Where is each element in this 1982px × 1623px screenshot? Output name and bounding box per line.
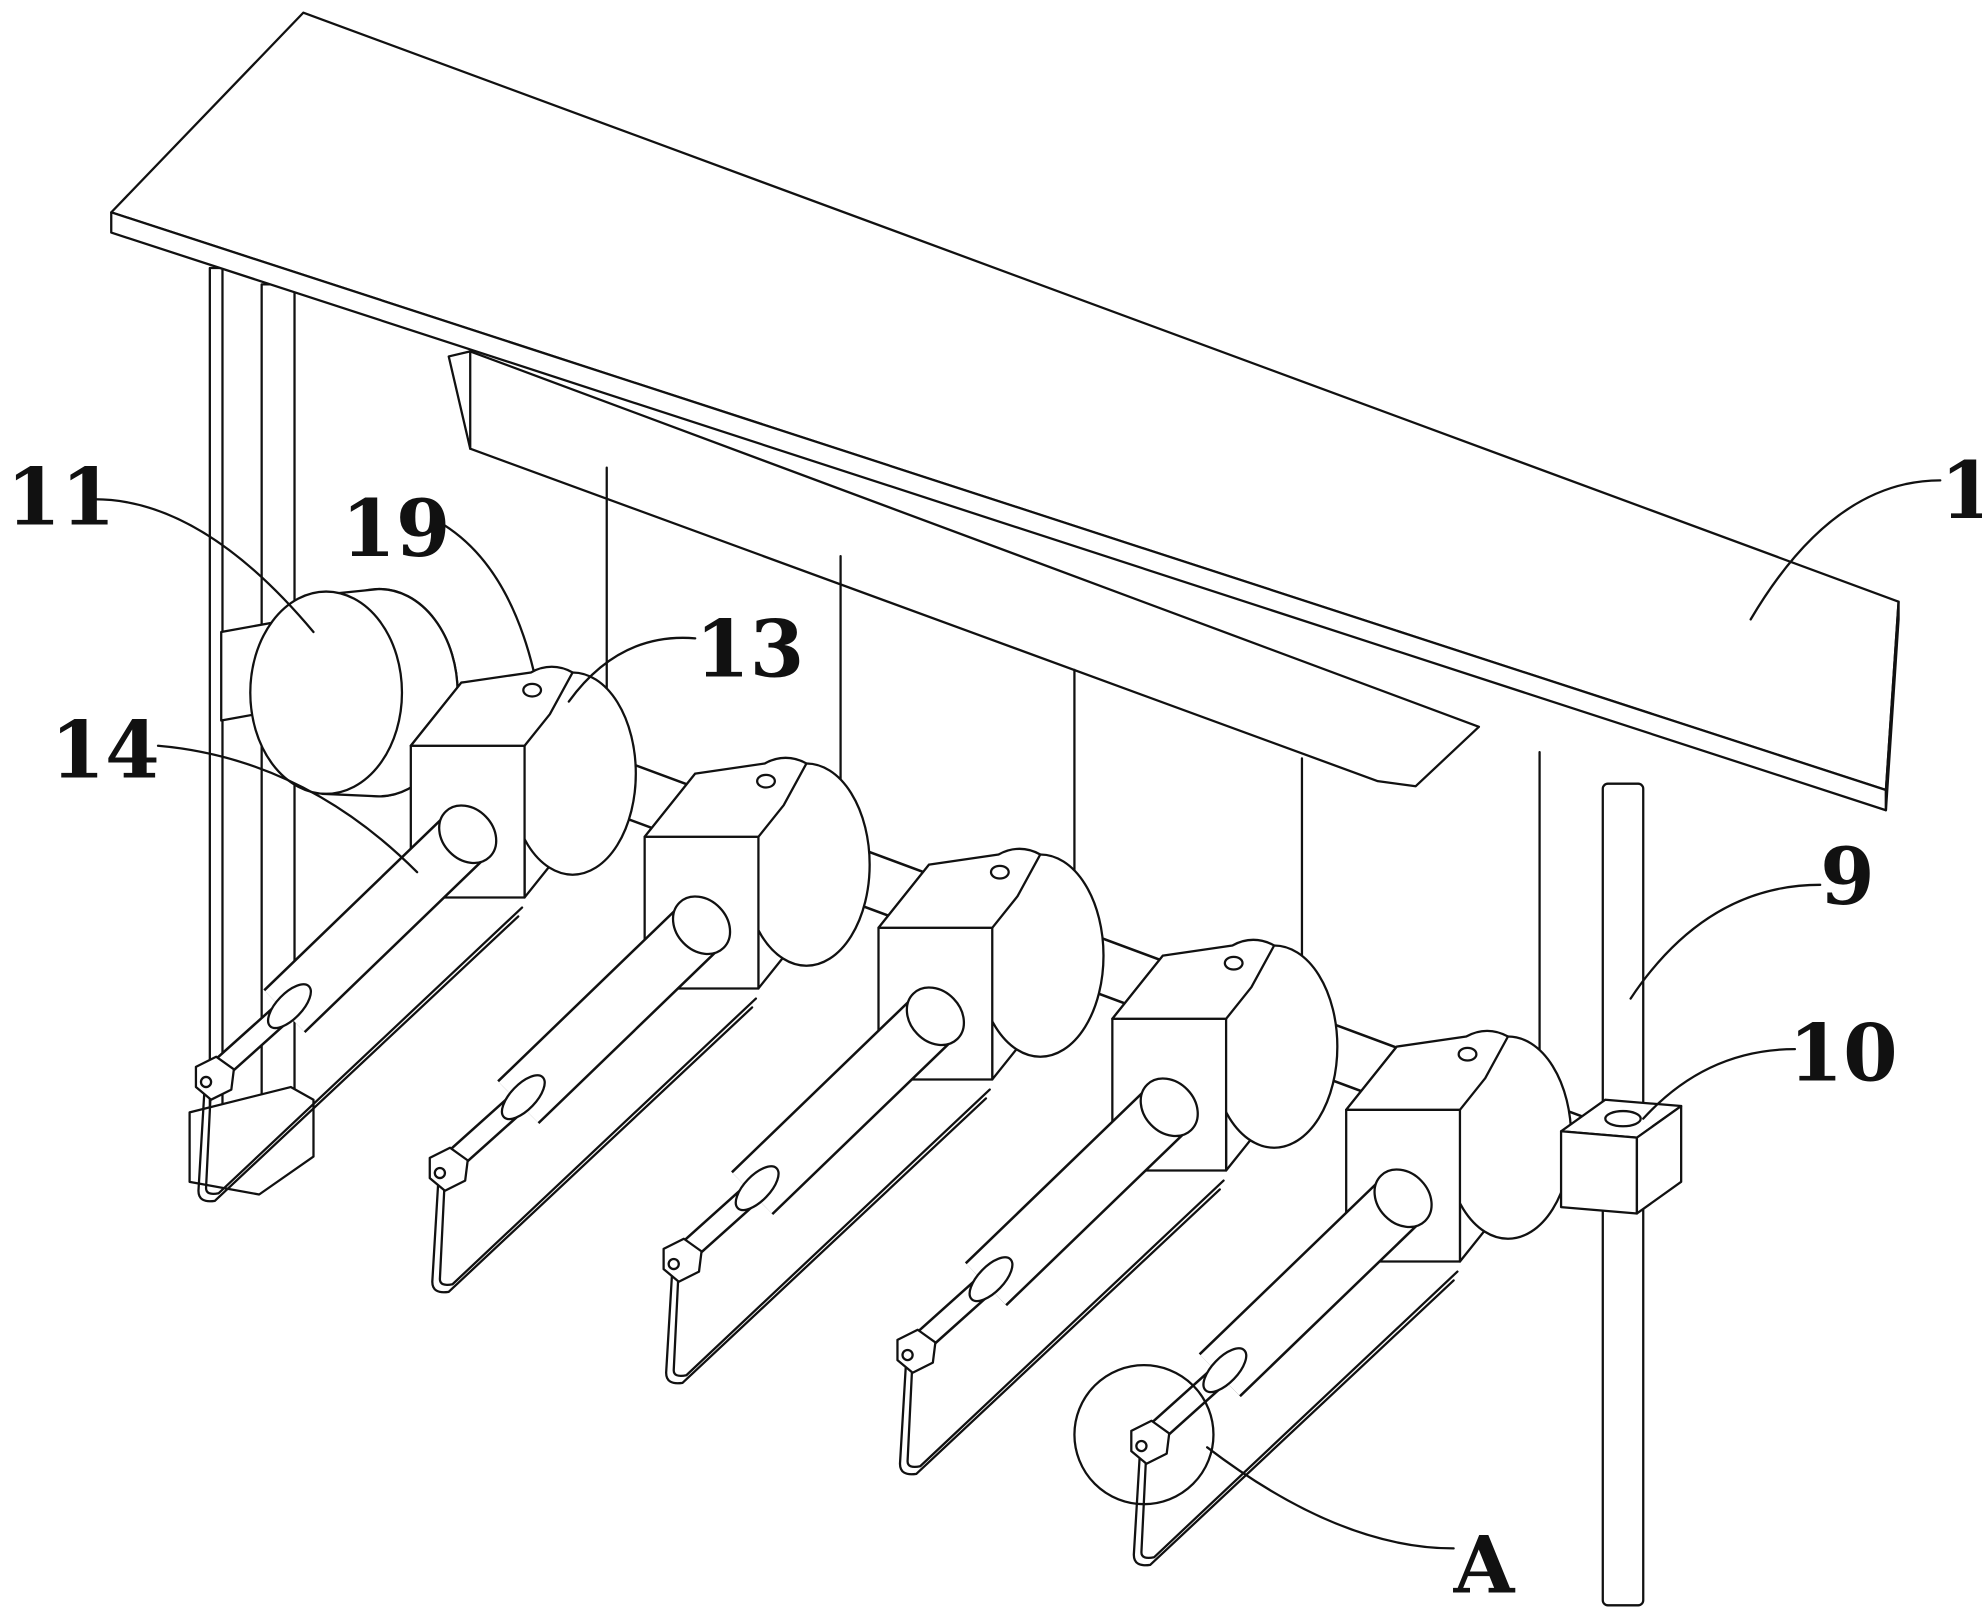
label-11: 11 [6, 452, 115, 544]
label-10: 10 [1789, 1008, 1898, 1100]
cylinder-arm [897, 1067, 1209, 1373]
label-19: 19 [341, 483, 450, 575]
clamp-units [196, 667, 1571, 1565]
hole [523, 684, 541, 697]
label-1: 1 [1940, 445, 1982, 537]
hole [991, 866, 1009, 879]
hole [1459, 1048, 1477, 1061]
cylinder-arm [664, 976, 976, 1282]
hole [1225, 957, 1243, 970]
label-14: 14 [51, 704, 160, 796]
cylinder-arm [196, 794, 508, 1100]
hole [757, 775, 775, 788]
label-9: 9 [1820, 831, 1875, 923]
cylinder-arm [1131, 1158, 1443, 1464]
label-A: A [1453, 1520, 1516, 1612]
label-13: 13 [695, 603, 804, 695]
cylinder-arm [430, 885, 742, 1191]
